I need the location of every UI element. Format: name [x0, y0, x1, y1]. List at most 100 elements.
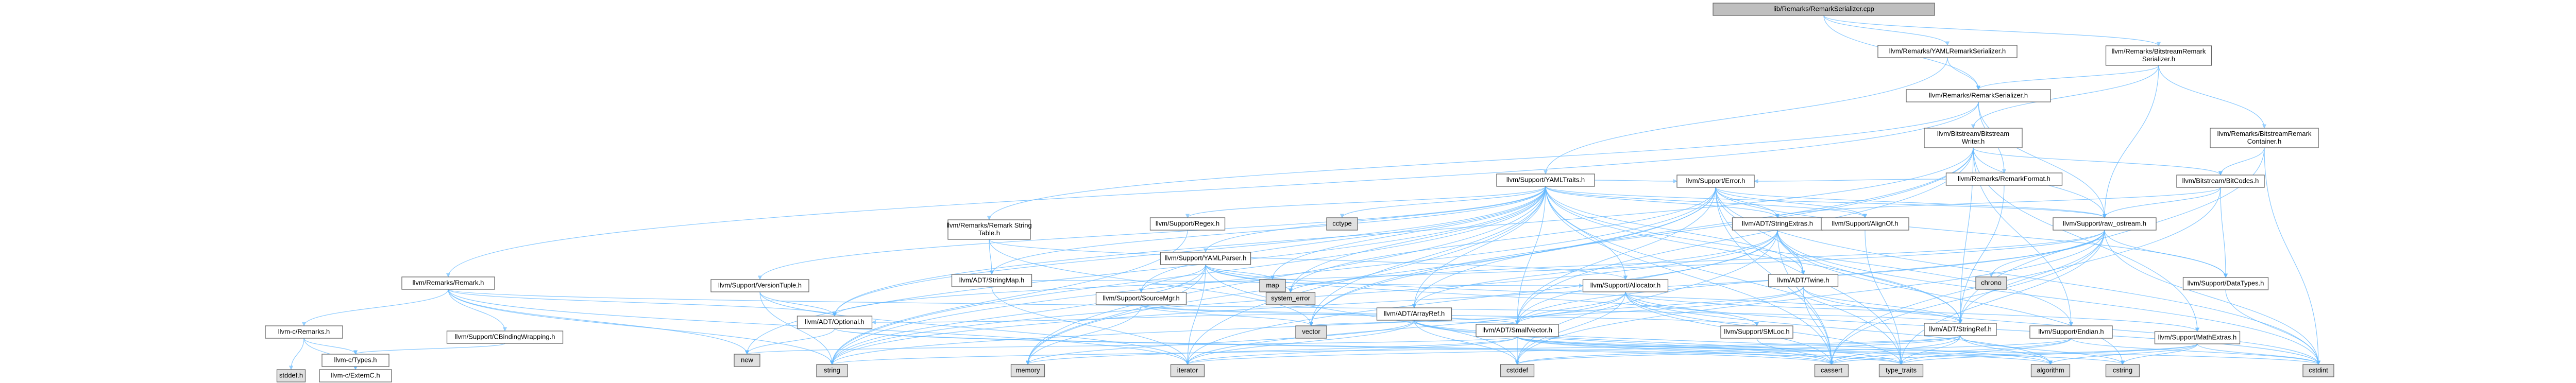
edge-yamltraits-to-strextras [1545, 186, 1780, 218]
node-memory[interactable]: memory [1010, 364, 1045, 377]
edge-yamltraits-to-strmap [989, 186, 1546, 275]
node-remfmt[interactable]: llvm/Remarks/RemarkFormat.h [1945, 172, 2063, 186]
node-optional-label-0: llvm/ADT/Optional.h [805, 318, 865, 325]
edge-vtuple-to-optional [759, 291, 837, 317]
edge-rawos-to-syserr [1288, 230, 2105, 293]
edge-remark-to-optional [448, 289, 837, 317]
node-algorithm[interactable]: algorithm [2030, 364, 2071, 377]
node-remark[interactable]: llvm/Remarks/Remark.h [401, 276, 495, 290]
node-typetraits[interactable]: type_traits [1878, 364, 1924, 377]
edge-bsser-to-bscont [2158, 65, 2267, 129]
node-yamlparser-label-0: llvm/Support/YAMLParser.h [1165, 254, 1247, 262]
node-ctypes[interactable]: llvm-c/Types.h [321, 354, 389, 367]
node-datatypes[interactable]: llvm/Support/DataTypes.h [2182, 277, 2269, 290]
node-optional[interactable]: llvm/ADT/Optional.h [796, 316, 873, 329]
node-yamlser-box [1877, 45, 2018, 58]
edge-bscont-to-bitcodes [2218, 147, 2265, 176]
node-endian[interactable]: llvm/Support/Endian.h [2029, 325, 2113, 339]
node-yamltraits-label-0: llvm/Support/YAMLTraits.h [1506, 176, 1585, 183]
node-vtuple[interactable]: llvm/Support/VersionTuple.h [710, 279, 809, 292]
edge-mathextras-to-cstdint [2197, 343, 2321, 365]
node-strref[interactable]: llvm/ADT/StringRef.h [1924, 323, 1997, 336]
node-strmap[interactable]: llvm/ADT/StringMap.h [951, 274, 1032, 287]
node-yamlparser[interactable]: llvm/Support/YAMLParser.h [1160, 252, 1251, 265]
node-strextras[interactable]: llvm/ADT/StringExtras.h [1732, 217, 1823, 231]
node-cbwrap[interactable]: llvm/Support/CBindingWrapping.h [446, 330, 564, 344]
node-cstdint[interactable]: cstdint [2302, 364, 2334, 377]
node-smallvec[interactable]: llvm/ADT/SmallVector.h [1476, 324, 1559, 337]
node-error[interactable]: llvm/Support/Error.h [1676, 175, 1755, 188]
edge-yamltraits-to-arrref [1412, 186, 1546, 308]
node-cassert[interactable]: cassert [1814, 364, 1849, 377]
edge-yamltraits-to-map [1270, 186, 1546, 280]
node-optional-box [796, 316, 873, 329]
node-regex[interactable]: llvm/Support/Regex.h [1149, 217, 1226, 231]
edge-arrref-to-iterator [1185, 320, 1415, 365]
node-yamltraits[interactable]: llvm/Support/YAMLTraits.h [1496, 173, 1595, 187]
node-yamlser[interactable]: llvm/Remarks/YAMLRemarkSerializer.h [1877, 45, 2018, 58]
node-vector[interactable]: vector [1295, 325, 1327, 339]
node-map-box [1259, 279, 1286, 292]
node-new[interactable]: new [734, 354, 760, 367]
node-bscont-label-0: llvm/Remarks/BitstreamRemark [2217, 130, 2312, 137]
edge-error-to-syserr [1288, 187, 1716, 293]
node-bitcodes[interactable]: llvm/Bitstream/BitCodes.h [2176, 175, 2265, 188]
node-vtuple-box [710, 279, 809, 292]
node-error-label-0: llvm/Support/Error.h [1686, 177, 1745, 184]
node-remser-label-0: llvm/Remarks/RemarkSerializer.h [1929, 91, 2028, 99]
edge-strextras-to-cstring [1777, 230, 2125, 365]
edge-strextras-to-strref [1777, 230, 1963, 324]
node-cstddef-box [1500, 364, 1535, 377]
node-regex-box [1149, 217, 1226, 231]
node-rawos[interactable]: llvm/Support/raw_ostream.h [2053, 217, 2157, 231]
edge-strextras-to-cstddef [1515, 230, 1778, 365]
node-map[interactable]: map [1259, 279, 1286, 292]
node-cstring[interactable]: cstring [2105, 364, 2140, 377]
edge-optional-to-new [744, 328, 835, 355]
edge-bscont-to-cstdint [2264, 147, 2321, 365]
node-syserr[interactable]: system_error [1265, 292, 1316, 305]
node-bscont-label-1: Container.h [2247, 137, 2282, 145]
node-arrref[interactable]: llvm/ADT/ArrayRef.h [1376, 307, 1452, 321]
edge-yamltraits-to-new [744, 186, 1546, 355]
node-cremarks[interactable]: llvm-c/Remarks.h [265, 325, 343, 339]
node-remser[interactable]: llvm/Remarks/RemarkSerializer.h [1906, 89, 2051, 102]
edge-strref-to-iterator [1185, 335, 1961, 365]
edge-strref-to-cstddef [1515, 335, 1961, 365]
node-alloc[interactable]: llvm/Support/Allocator.h [1582, 279, 1669, 292]
node-algorithm-box [2030, 364, 2071, 377]
node-cstddef[interactable]: cstddef [1500, 364, 1535, 377]
node-string[interactable]: string [816, 364, 848, 377]
edge-error-to-vector [1309, 187, 1716, 326]
edge-remark-to-cremarks [301, 289, 449, 326]
node-alignof[interactable]: llvm/Support/AlignOf.h [1821, 217, 1909, 231]
node-cstdint-label-0: cstdint [2309, 366, 2328, 374]
edge-remark-to-strref [448, 289, 1962, 324]
node-typetraits-box [1878, 364, 1924, 377]
node-map-label-0: map [1266, 281, 1279, 289]
node-twine[interactable]: llvm/ADT/Twine.h [1768, 274, 1839, 287]
node-smloc[interactable]: llvm/Support/SMLoc.h [1720, 325, 1793, 339]
node-mathextras[interactable]: llvm/Support/MathExtras.h [2154, 331, 2241, 344]
node-new-box [734, 354, 760, 367]
edge-yamltraits-to-cassert [1545, 186, 1834, 365]
edge-endian-to-typetraits [1899, 338, 2072, 365]
node-remark-label-0: llvm/Remarks/Remark.h [413, 278, 484, 286]
node-chrono[interactable]: chrono [1975, 276, 2007, 290]
node-stddefh[interactable]: stddef.h [276, 369, 306, 382]
edge-srcmgr-to-smallvec [1141, 304, 1519, 325]
edge-yamltraits-to-memory [1025, 186, 1546, 365]
node-smallvec-label-0: llvm/ADT/SmallVector.h [1482, 326, 1552, 334]
node-externc-label-0: llvm-c/ExternC.h [331, 371, 380, 379]
node-externc[interactable]: llvm-c/ExternC.h [319, 369, 392, 382]
node-strtab-label-1: Table.h [978, 229, 1000, 237]
node-iterator[interactable]: iterator [1170, 364, 1205, 377]
edge-mathextras-to-cassert [1829, 343, 2198, 365]
node-srcmgr[interactable]: llvm/Support/SourceMgr.h [1095, 292, 1187, 305]
node-cctype[interactable]: cctype [1326, 217, 1358, 231]
edge-yamltraits-to-iterator [1185, 186, 1546, 365]
